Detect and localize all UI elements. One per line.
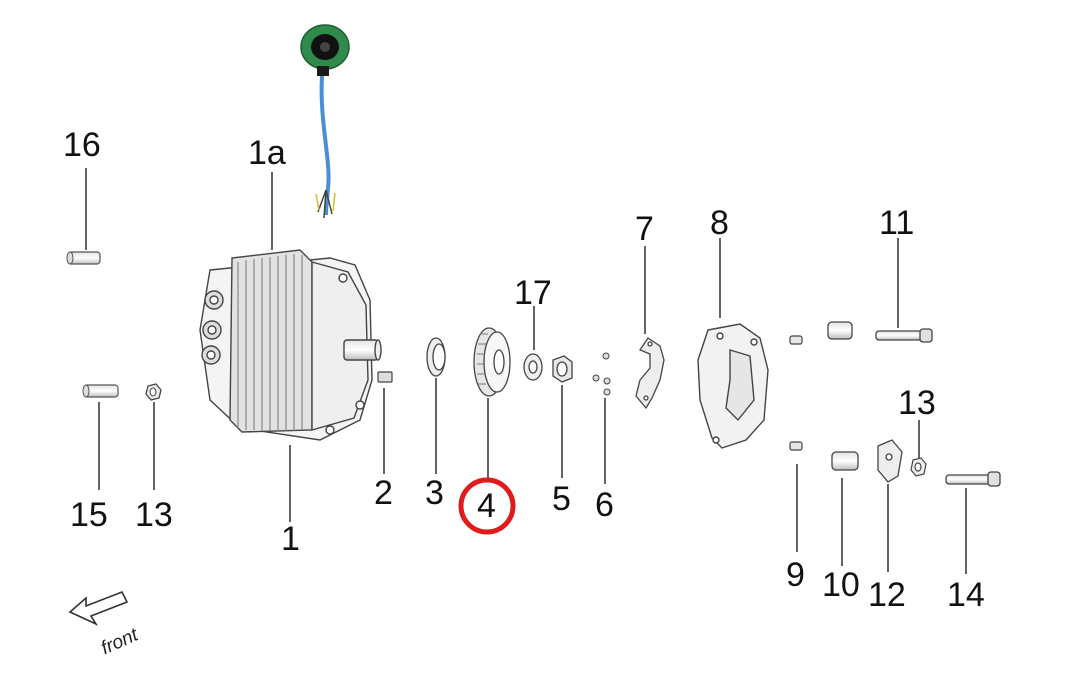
part-6-screws (592, 352, 611, 396)
label-10: 10 (822, 566, 860, 604)
label-16: 16 (63, 126, 101, 164)
label-13-left: 13 (135, 496, 173, 534)
part-10-spacer (827, 321, 859, 471)
label-6: 6 (595, 486, 614, 524)
part-13-nut-right (910, 457, 927, 477)
label-8: 8 (710, 204, 729, 242)
label-14: 14 (947, 576, 985, 614)
label-1a: 1a (248, 134, 286, 172)
label-12: 12 (868, 576, 906, 614)
part-1-motor (199, 249, 382, 441)
part-17-washer (523, 353, 543, 381)
part-15-pin (82, 384, 119, 398)
label-7: 7 (635, 210, 654, 248)
part-11-bolt (875, 328, 933, 343)
label-4: 4 (477, 487, 496, 525)
part-8-housing-cover (697, 323, 769, 449)
part-14-bolt (945, 471, 1001, 487)
label-5: 5 (552, 480, 571, 518)
label-11: 11 (879, 204, 915, 242)
label-1: 1 (281, 520, 300, 558)
part-7-cover-plate (635, 337, 665, 410)
label-15: 15 (70, 496, 108, 534)
part-16-pin (66, 251, 101, 265)
part-9-bushing (789, 335, 803, 451)
label-2: 2 (374, 474, 393, 512)
leader-lines (85, 168, 967, 574)
hall-sensor-board (300, 24, 350, 219)
part-13-nut-left (145, 383, 162, 401)
label-17: 17 (514, 274, 552, 312)
highlight-circle (458, 477, 516, 535)
part-2-key (377, 371, 393, 383)
front-arrow-icon (68, 590, 129, 626)
label-13-right: 13 (898, 384, 936, 422)
part-12-bracket (877, 439, 903, 483)
part-5-nut (552, 355, 573, 383)
part-3-bearing (426, 337, 446, 377)
label-3: 3 (425, 474, 444, 512)
part-4-sprocket (473, 327, 511, 397)
label-9: 9 (786, 556, 805, 594)
